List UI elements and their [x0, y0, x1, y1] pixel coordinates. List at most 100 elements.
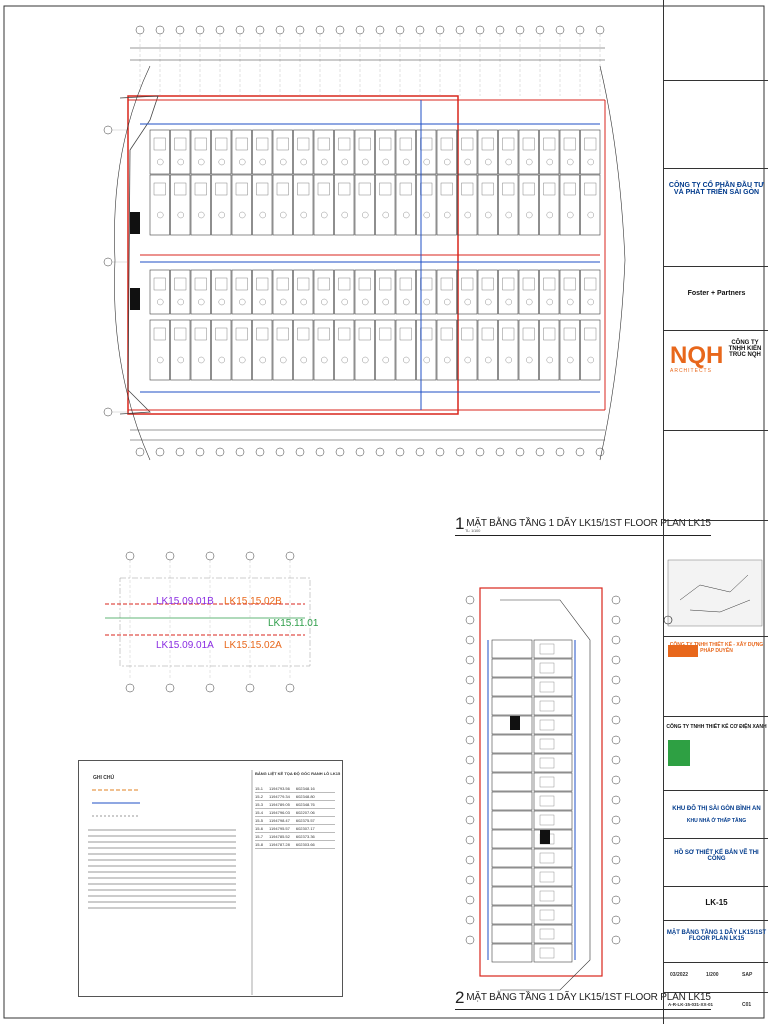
coord-cell-y: 602303.66	[295, 842, 315, 847]
plan1-fixture	[423, 211, 430, 219]
plan1-unit	[559, 174, 580, 236]
coord-table-title: BẢNG LIỆT KÊ TỌA ĐỘ GÓC RANH LÔ LK15	[255, 771, 341, 776]
plan1-fixture	[526, 211, 533, 219]
plan1-unit	[539, 269, 560, 315]
plan2-room	[539, 738, 555, 750]
plan1-room	[235, 137, 248, 151]
grid-bubble	[595, 25, 605, 35]
plan1-fixture	[382, 158, 389, 166]
grid-bubble	[285, 551, 295, 561]
grid-bubble	[611, 915, 621, 925]
plan1-fixture	[259, 356, 266, 364]
key-plan-label-5: LK15.15.02A	[224, 640, 282, 651]
grid-bubble	[295, 25, 305, 35]
plan1-room	[543, 277, 556, 291]
grid-bubble	[395, 25, 405, 35]
plan1-room	[522, 277, 535, 291]
plan2-unit	[533, 791, 573, 811]
plan1-unit	[457, 269, 478, 315]
plan2-unit	[491, 867, 533, 887]
grid-bubble	[103, 257, 113, 267]
plan1-fixture	[341, 211, 348, 219]
plan1-unit	[231, 319, 252, 381]
plan2-room	[539, 662, 555, 674]
plan1-fixture	[403, 298, 410, 306]
coord-cell-id: 15-7	[255, 834, 264, 839]
plan1-fixture	[362, 298, 369, 306]
plan1-room	[399, 182, 412, 196]
grid-bubble	[611, 635, 621, 645]
plan2-column	[510, 716, 520, 730]
plan1-room	[153, 277, 166, 291]
coord-cell-id: 15-5	[255, 818, 264, 823]
grid-bubble	[175, 447, 185, 457]
grid-bubble	[465, 815, 475, 825]
plan1-unit	[498, 129, 519, 175]
plan1-fixture	[403, 211, 410, 219]
plan1-fixture	[505, 356, 512, 364]
plan1-fixture	[280, 158, 287, 166]
plan1-unit	[436, 129, 457, 175]
plan1-unit	[293, 174, 314, 236]
plan1-unit	[477, 174, 498, 236]
plan1-unit	[211, 319, 232, 381]
plan1-room	[481, 182, 494, 196]
grid-bubble	[215, 25, 225, 35]
grid-bubble	[465, 895, 475, 905]
plan1-room	[543, 137, 556, 151]
plan1-unit	[313, 319, 334, 381]
grid-bubble	[611, 595, 621, 605]
plan1-fixture	[382, 356, 389, 364]
grid-bubble	[465, 775, 475, 785]
plan1-unit	[498, 174, 519, 236]
plan1-fixture	[485, 298, 492, 306]
grid-bubble	[611, 875, 621, 885]
plan1-unit	[518, 174, 539, 236]
grid-bubble	[455, 25, 465, 35]
plan1-fixture	[423, 298, 430, 306]
plan2-unit	[533, 734, 573, 754]
plan1-unit	[231, 269, 252, 315]
plan2-room	[539, 928, 555, 940]
plan1-unit	[518, 269, 539, 315]
plan1-fixture	[198, 298, 205, 306]
plan1-fixture	[321, 356, 328, 364]
grid-bubble	[195, 447, 205, 457]
plan2-unit	[533, 867, 573, 887]
plan1-room	[338, 327, 351, 341]
grid-bubble	[575, 447, 585, 457]
plan2-column	[540, 830, 550, 844]
plan1-room	[522, 137, 535, 151]
plan1-room	[481, 137, 494, 151]
plan1-room	[153, 327, 166, 341]
plan1-room	[440, 327, 453, 341]
plan1-fixture	[259, 211, 266, 219]
plan1-room	[297, 327, 310, 341]
plan1-room	[194, 327, 207, 341]
plan2-unit	[491, 905, 533, 925]
plan1-unit	[498, 269, 519, 315]
plan1-fixture	[218, 356, 225, 364]
grid-bubble	[475, 447, 485, 457]
grid-bubble	[515, 447, 525, 457]
plan1-unit	[436, 269, 457, 315]
plan1-room	[584, 327, 597, 341]
legend-box: GHI CHÚ BẢNG LIỆT KÊ TỌA ĐỘ GÓC RANH LÔ …	[78, 760, 343, 997]
plan1-fixture	[321, 298, 328, 306]
grid-bubble	[335, 25, 345, 35]
grid-bubble	[295, 447, 305, 457]
plan1-room	[317, 327, 330, 341]
plan1-fixture	[444, 211, 451, 219]
plan1-left-edge	[119, 95, 159, 415]
plan1-fixture	[198, 158, 205, 166]
plan2-room	[539, 643, 555, 655]
grid-bubble	[465, 935, 475, 945]
plan1-unit	[272, 319, 293, 381]
plan1-room	[440, 137, 453, 151]
plan1-room	[317, 277, 330, 291]
plan2-unit	[491, 753, 533, 773]
grid-bubble	[235, 25, 245, 35]
